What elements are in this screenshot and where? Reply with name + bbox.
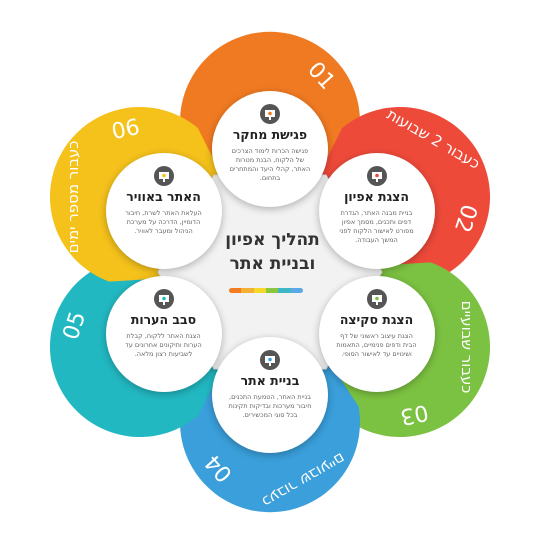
monitor-icon (259, 349, 281, 371)
step-description-02: בניית מבנה האתר, הגדרת דפים ותכנים, מסמך… (339, 208, 414, 244)
step-card-06: האתר באוויר העלאת האתר לשרת, חיבור הדומיי… (105, 152, 222, 269)
head-gear-icon (259, 103, 281, 125)
step-duration-03: כעבור שבועיים (458, 301, 476, 394)
step-title-02: הצגת אפיון (344, 188, 409, 204)
step-card-05: סבב הערות הצגת האתר ללקוח, קבלת הערות ותי… (105, 275, 222, 392)
color-bar-segment-1 (229, 288, 242, 293)
color-bar-segment-2 (241, 288, 254, 293)
step-card-03: הצגת סקיצה הצגת עיצוב ראשוני של דף הבית ו… (318, 275, 435, 392)
step-number-03: 03 (398, 399, 431, 429)
step-card-02: הצגת אפיון בניית מבנה האתר, הגדרת דפים ות… (318, 152, 435, 269)
color-bar-segment-4 (265, 288, 279, 293)
team-cycle-icon (153, 288, 175, 310)
center-title-line2: ובניית אתר (229, 254, 316, 274)
step-number-06: 06 (110, 115, 143, 145)
center-color-bar (229, 288, 303, 293)
step-description-04: בניית האתר, הטמעת התכנים, חיבור מערכות ו… (228, 393, 312, 419)
color-bar-segment-6 (290, 288, 303, 293)
color-bar-segment-3 (253, 288, 266, 293)
center-title-line1: תהליך אפיון (225, 230, 320, 250)
step-card-04: בניית אתר בניית האתר, הטמעת התכנים, חיבור… (212, 337, 328, 453)
step-title-06: האתר באוויר (126, 188, 201, 204)
step-duration-06: כעבור מספר ימים (64, 141, 82, 254)
step-title-03: הצגת סקיצה (339, 311, 414, 327)
step-card-01: פגישת מחקר פגישה הכרות לימוד הצרכים של הל… (212, 91, 328, 207)
step-title-01: פגישת מחקר (232, 127, 308, 142)
step-description-05: הצגת האתר ללקוח, קבלת הערות ותיקונים אחר… (125, 331, 202, 358)
presentation-icon (366, 165, 388, 187)
step-title-05: סבב הערות (130, 311, 197, 327)
center-title: תהליך אפיון ובניית אתר (195, 228, 350, 276)
step-title-04: בניית אתר (240, 373, 300, 388)
step-description-06: העלאת האתר לשרת, חיבור הדומיין, הדרכה על… (125, 208, 202, 235)
step-description-03: הצגת עיצוב ראשוני של דף הבית ודפים פנימי… (336, 331, 417, 358)
step-description-01: פגישה הכרות לימוד הצרכים של הלקוח, הבנת … (229, 147, 311, 182)
browser-window-icon (366, 288, 388, 310)
color-bar-segment-5 (278, 288, 291, 293)
presentation-board-icon (153, 165, 175, 187)
